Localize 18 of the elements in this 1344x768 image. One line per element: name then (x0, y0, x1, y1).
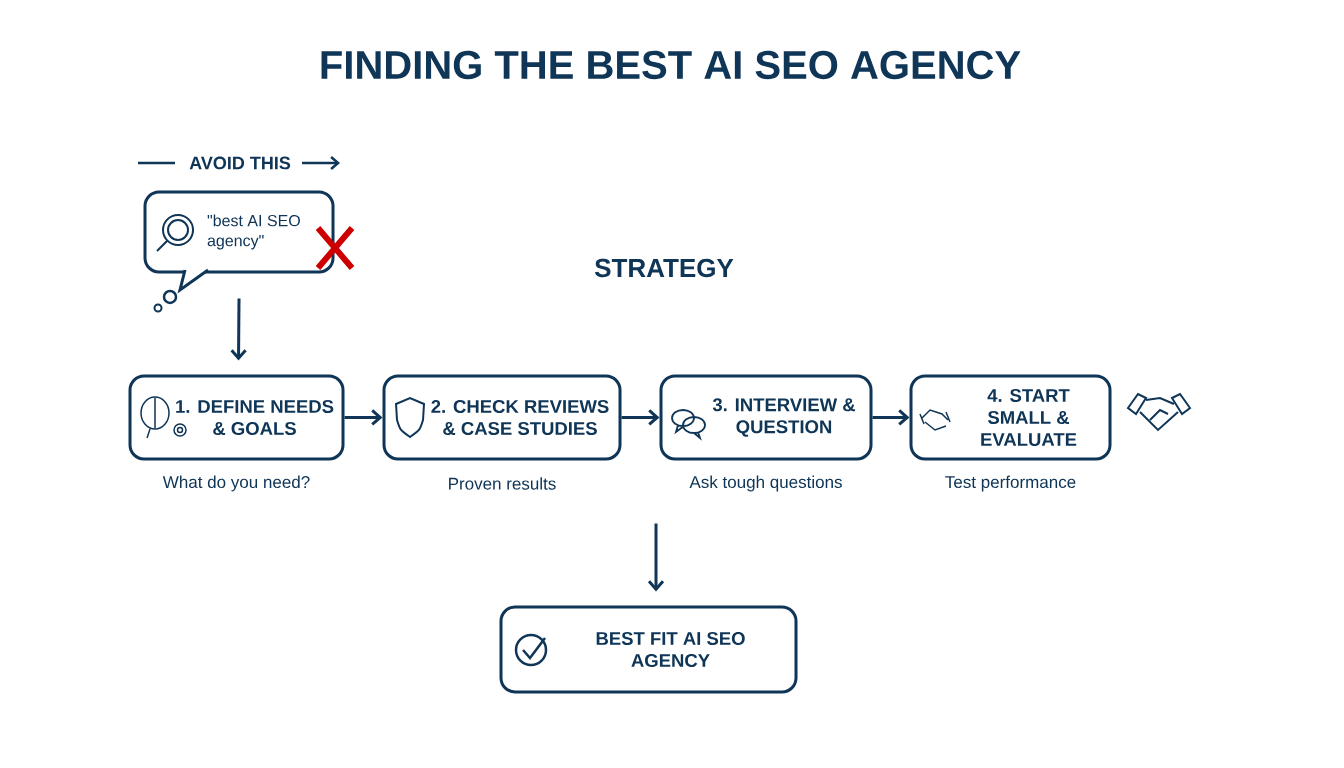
arrow (344, 409, 383, 426)
arrow (647, 523, 665, 592)
arrow (621, 409, 660, 426)
step-box: 4. START SMALL & EVALUATE (909, 374, 1112, 461)
step-caption: Proven results (449, 477, 556, 490)
speech-bubble: "best AI SEO agency" (143, 190, 335, 274)
step-box: 1. DEFINE NEEDS & GOALS (128, 374, 345, 461)
section-label: STRATEGY (594, 258, 734, 278)
title: FINDING THE BEST AI SEO AGENCY (321, 50, 1021, 80)
step-caption: Test performance (945, 475, 1076, 492)
step-box: 3. INTERVIEW & QUESTION (659, 374, 873, 461)
step-caption: What do you need? (162, 475, 310, 492)
result-box: BEST FIT AI SEO AGENCY (499, 605, 798, 694)
section-label: AVOID THIS (189, 156, 291, 170)
arrow (230, 298, 247, 361)
arrow (872, 409, 910, 426)
step-caption: Ask tough questions (689, 475, 842, 492)
step-box: 2. CHECK REVIEWS & CASE STUDIES (382, 374, 622, 461)
